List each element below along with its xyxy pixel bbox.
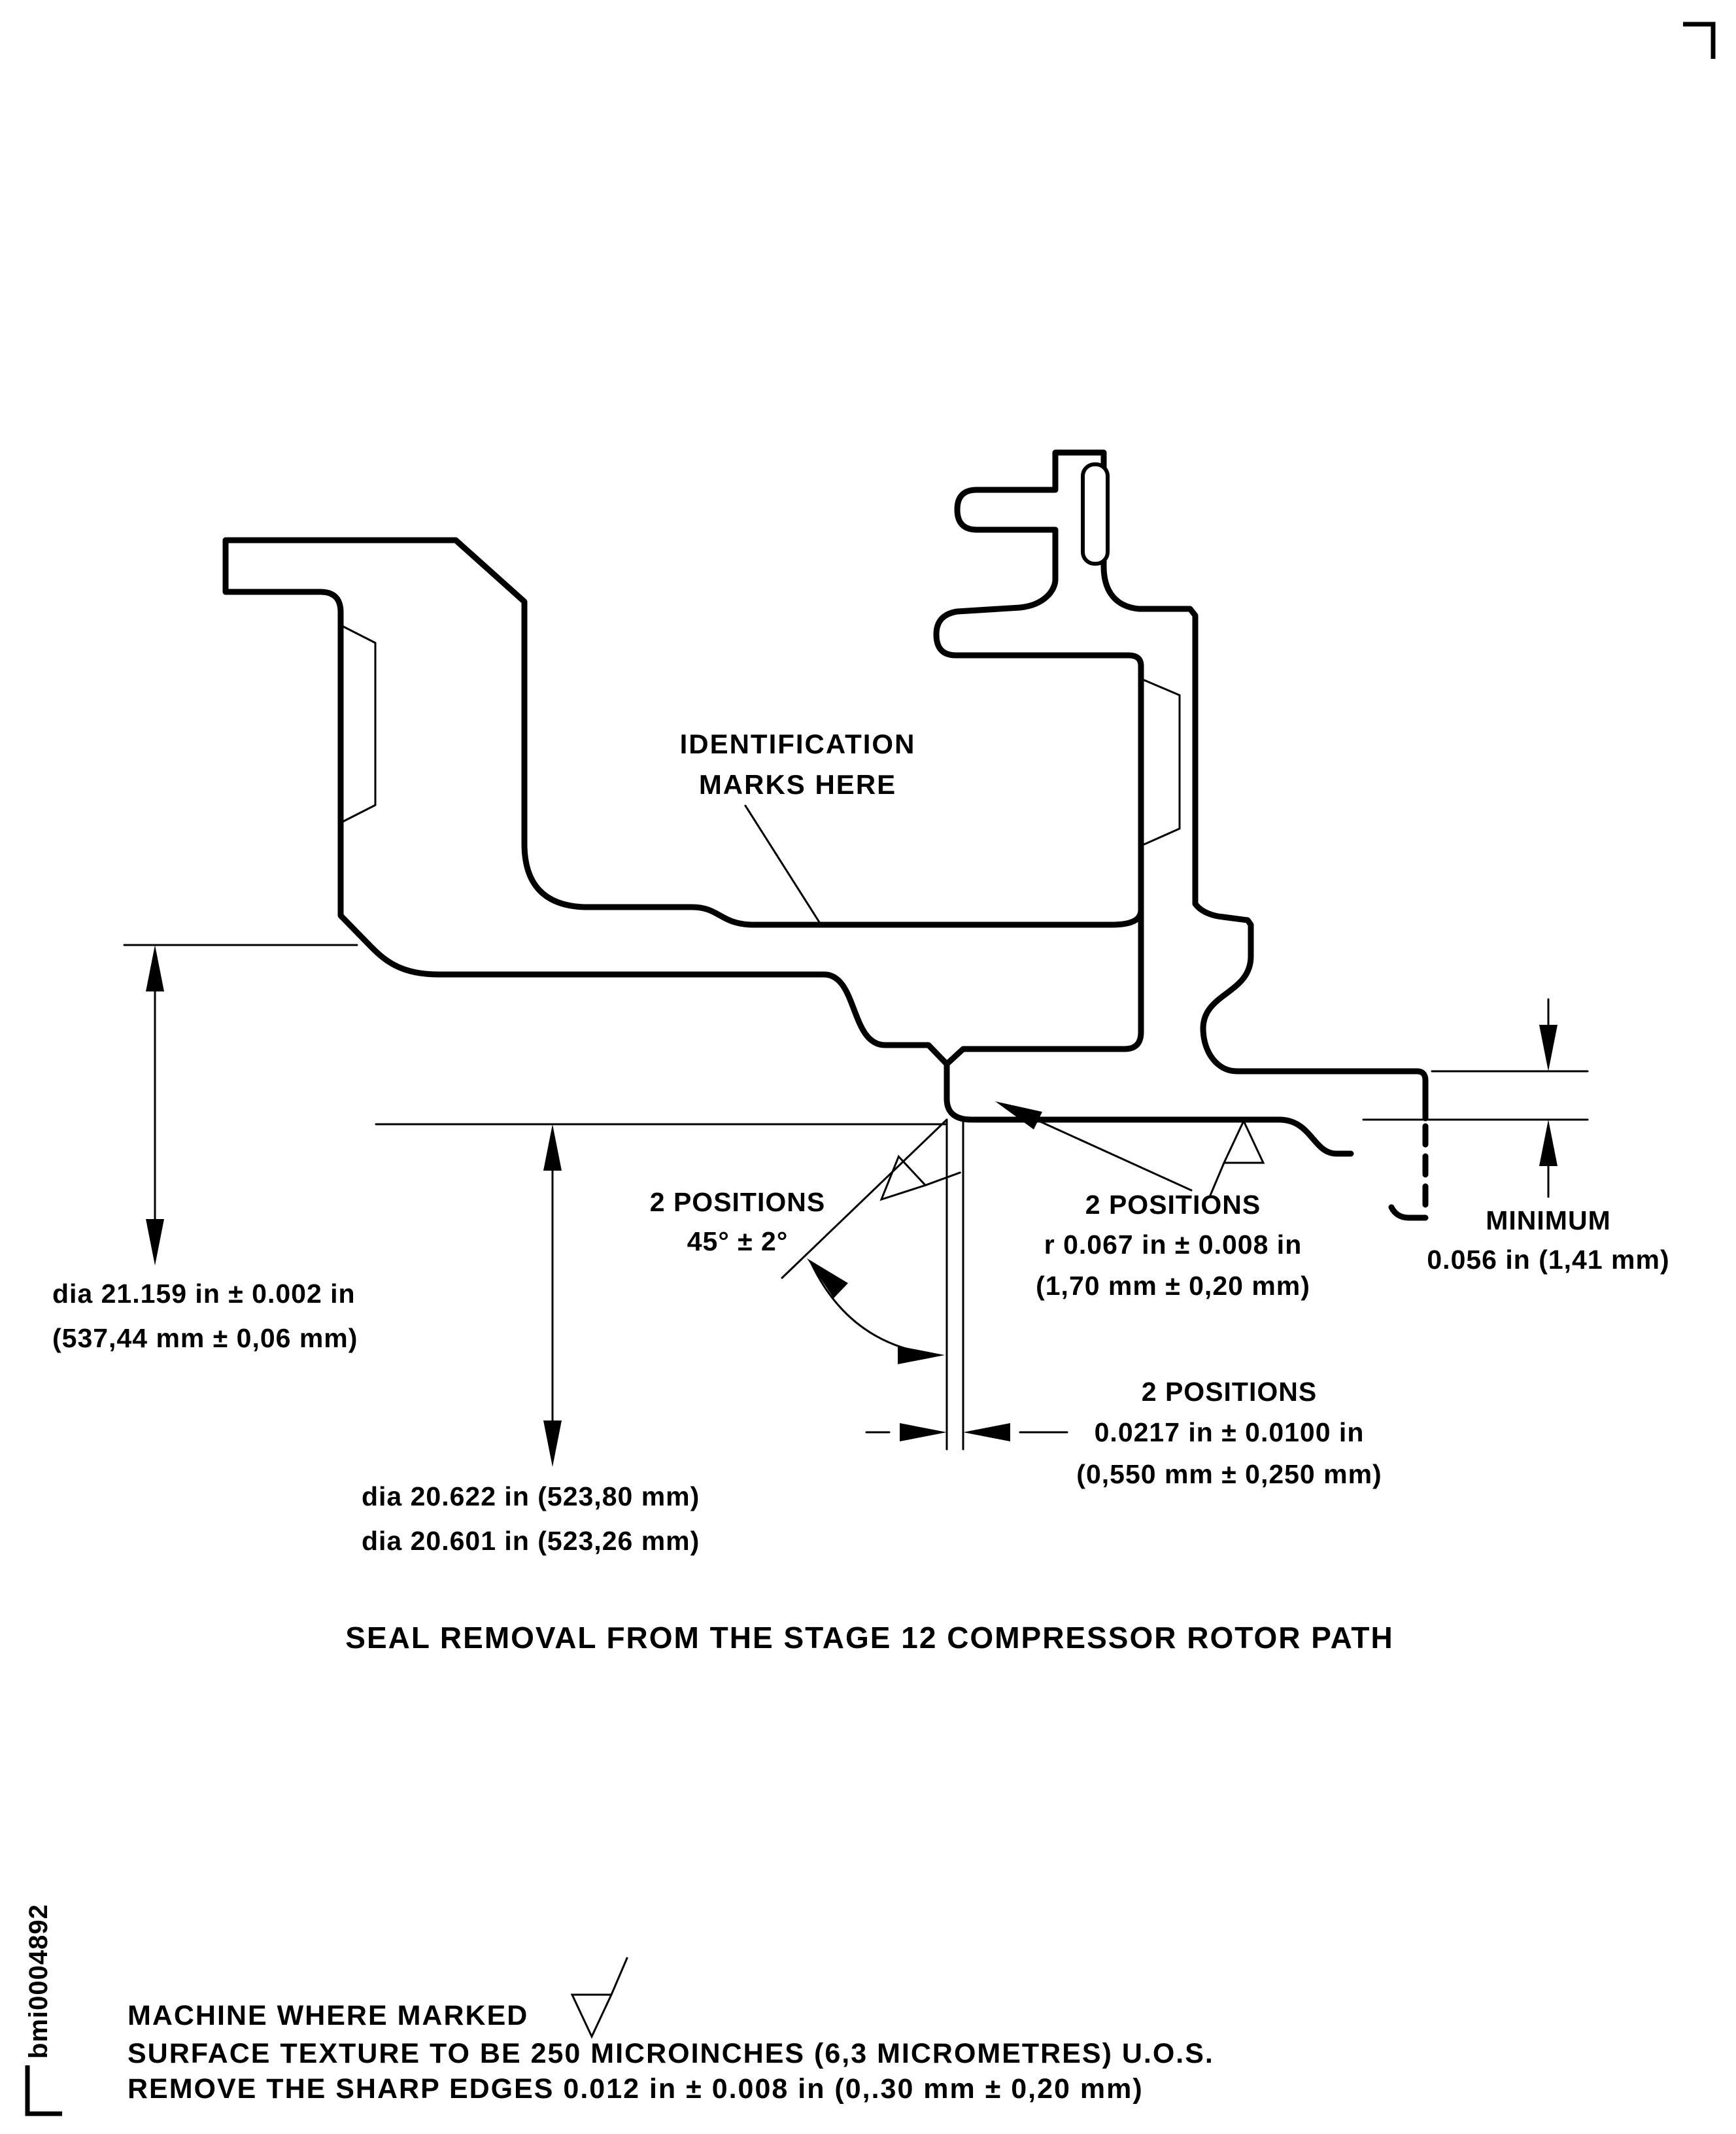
- left-arm-inner-web-and-seal-land: [222, 589, 1354, 1157]
- step-label-line1: 2 POSITIONS: [1142, 1377, 1317, 1407]
- corner-mark-bottom-left: [25, 2065, 62, 2116]
- leader-radius: [995, 1101, 1193, 1192]
- surface-finish-icon: [879, 1154, 961, 1201]
- dimension-dia-rim: [123, 944, 358, 1265]
- dia-rim-label-line1: dia 21.159 in ± 0.002 in: [52, 1279, 356, 1309]
- right-flange-chamfer-band: [1143, 679, 1181, 846]
- arrow-down-icon: [543, 1420, 562, 1467]
- radius-label-line2: r 0.067 in ± 0.008 in: [1044, 1230, 1302, 1260]
- leader-arrow-icon: [995, 1101, 1042, 1129]
- note-line3: REMOVE THE SHARP EDGES 0.012 in ± 0.008 …: [128, 2073, 1144, 2105]
- minimum-label-line1: MINIMUM: [1486, 1205, 1610, 1235]
- arrow-down-icon: [1539, 1025, 1557, 1071]
- surface-finish-icon: [570, 1957, 628, 2039]
- arc-arrow-right-icon: [898, 1346, 945, 1364]
- lower-step-stub: [1388, 1204, 1429, 1221]
- part-profile: [222, 449, 1429, 1221]
- identification-leader-line: [744, 804, 821, 923]
- leader-line: [1019, 1111, 1193, 1192]
- dia-rim-label-line2: (537,44 mm ± 0,06 mm): [52, 1323, 358, 1353]
- dia-path-label-line2: dia 20.601 in (523,26 mm): [362, 1526, 700, 1556]
- figure-code: bmi0004892: [24, 1904, 53, 2059]
- dia-path-label-line1: dia 20.622 in (523,80 mm): [362, 1481, 700, 1511]
- left-arm-chamfer-band: [341, 625, 377, 823]
- chamfer-label-line2: 45° ± 2°: [687, 1226, 788, 1256]
- arrow-up-icon: [1539, 1120, 1557, 1166]
- radius-label-line3: (1,70 mm ± 0,20 mm): [1036, 1271, 1310, 1301]
- dimension-minimum: [1362, 998, 1589, 1198]
- surface-finish-icon: [1208, 1118, 1265, 1198]
- note-line2: SURFACE TEXTURE TO BE 250 MICROINCHES (6…: [128, 2038, 1214, 2069]
- identification-label-line1: IDENTIFICATION: [680, 729, 916, 759]
- chamfer-label-line1: 2 POSITIONS: [650, 1187, 825, 1217]
- arrow-up-icon: [146, 945, 164, 991]
- step-label-line3: (0,550 mm ± 0,250 mm): [1076, 1459, 1382, 1489]
- dimension-chamfer-angle: [781, 1118, 948, 1364]
- figure-caption: SEAL REMOVAL FROM THE STAGE 12 COMPRESSO…: [345, 1621, 1393, 1655]
- step-label-line2: 0.0217 in ± 0.0100 in: [1095, 1417, 1365, 1447]
- left-arm-outer-and-cavity-floor: [222, 537, 1144, 928]
- chamfer-extension-line: [781, 1118, 948, 1279]
- radius-label-line1: 2 POSITIONS: [1085, 1190, 1261, 1220]
- note-line1: MACHINE WHERE MARKED: [128, 2000, 528, 2031]
- arc-arrow-upper-icon: [807, 1258, 848, 1298]
- dimension-step-width: [865, 1118, 1068, 1451]
- identification-label-line2: MARKS HERE: [699, 769, 896, 800]
- stem-lug-outline: [1081, 462, 1110, 566]
- arrow-up-icon: [543, 1124, 562, 1171]
- center-tower-outline: [933, 449, 1429, 1122]
- arrow-left-icon: [963, 1423, 1010, 1441]
- arrow-down-icon: [146, 1219, 164, 1265]
- minimum-label-line2: 0.056 in (1,41 mm): [1427, 1245, 1669, 1275]
- corner-mark-top-right: [1683, 22, 1716, 59]
- arrow-right-icon: [900, 1423, 947, 1441]
- dimension-dia-path: [375, 1123, 947, 1467]
